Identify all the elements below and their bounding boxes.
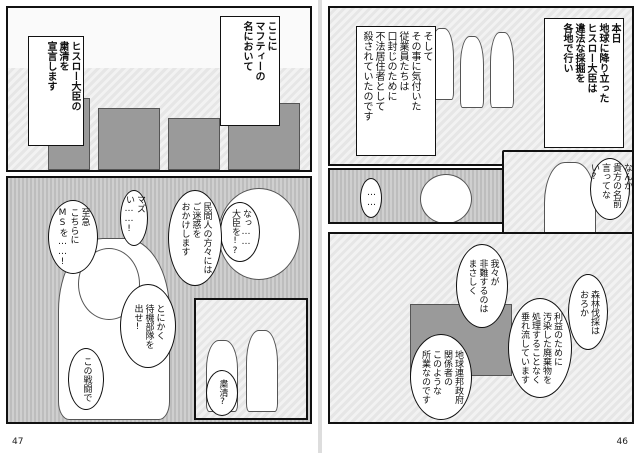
field-panel: 本日 地球に降り立った ヒスロー大臣は 違法な採掘を 各地で行い そして その事… bbox=[328, 6, 634, 166]
speech-bubble: なんか 貴方の名前 言ってない? bbox=[589, 158, 632, 220]
speech-bubble: 地球連邦政府 関係者の このような 所業なのです bbox=[410, 334, 472, 420]
speech-bubble: この戦闘で bbox=[68, 348, 104, 410]
center-gutter bbox=[318, 0, 322, 453]
soldier-figure bbox=[490, 32, 514, 108]
speech-bubble: なっ…… 大臣を!? bbox=[220, 202, 260, 262]
man-face bbox=[420, 174, 472, 222]
speech-bubble: 至急 こちらに MSを……! bbox=[48, 200, 98, 274]
onlooker-figure bbox=[246, 330, 278, 412]
soldier-figure bbox=[460, 36, 484, 108]
caption-box: 本日 地球に降り立った ヒスロー大臣は 違法な採掘を 各地で行い bbox=[544, 18, 624, 148]
speech-bubble: 粛清? bbox=[206, 370, 238, 416]
speech-bubble: 利益のために 汚染した廃棄物を 処理することなく 垂れ流しています bbox=[508, 298, 572, 398]
speech-bubble: 我々が 非難するのは まさしく bbox=[456, 244, 508, 328]
page-right: 本日 地球に降り立った ヒスロー大臣は 違法な採掘を 各地で行い そして その事… bbox=[322, 0, 640, 453]
inset-panel: 粛清? bbox=[194, 298, 308, 420]
building bbox=[168, 118, 220, 170]
speech-bubble: 民間人の方々には ご迷惑を おかけします bbox=[168, 190, 222, 286]
caption-box: ここに マフティーの 名において bbox=[220, 16, 280, 126]
building bbox=[98, 108, 160, 170]
caption-box: ヒスロー大臣の 粛清を 宣言します bbox=[28, 36, 84, 146]
page-number: 46 bbox=[616, 437, 628, 447]
vehicle-panel: 我々が 非難するのは まさしく 森林伐採は おろか 利益のために 汚染した廃棄物… bbox=[328, 232, 634, 424]
speech-bubble: とにかく 待機部隊を 出せ! bbox=[120, 284, 176, 368]
official-panel: なっ…… 大臣を!? 民間人の方々には ご迷惑を おかけします マズい……! 至… bbox=[6, 176, 312, 424]
speech-bubble: マズい……! bbox=[120, 190, 148, 246]
speech-bubble: 森林伐採は おろか bbox=[568, 274, 608, 350]
city-panorama-panel: ここに マフティーの 名において ヒスロー大臣の 粛清を 宣言します bbox=[6, 6, 312, 172]
speech-bubble: …… bbox=[360, 178, 382, 218]
page-number: 47 bbox=[12, 437, 24, 447]
caption-box: そして その事に気付いた 従業員たちは 口封じのために 不法居住者として 殺され… bbox=[356, 26, 436, 156]
page-left: ここに マフティーの 名において ヒスロー大臣の 粛清を 宣言します なっ…… … bbox=[0, 0, 318, 453]
